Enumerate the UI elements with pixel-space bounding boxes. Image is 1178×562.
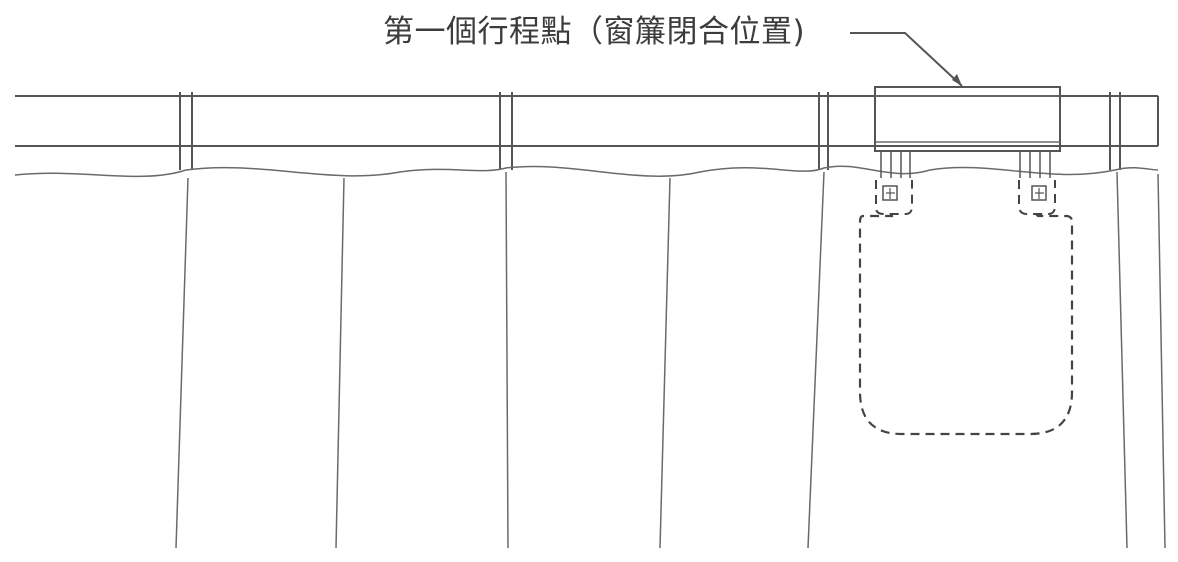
motor-housing [874, 86, 1061, 152]
rail-rings [179, 92, 1121, 170]
rail-ring [1109, 92, 1121, 170]
curtain-rail [15, 95, 1159, 147]
callout-arrowhead [952, 74, 962, 86]
right-clip-tab [1031, 185, 1047, 201]
rail-ring [179, 92, 193, 170]
curtain-top-edge [14, 165, 1159, 178]
rail-ring [499, 92, 513, 170]
callout-label-first-travel-point: 第一個行程點（窗簾閉合位置) [383, 14, 806, 50]
curtain-motor [874, 86, 1061, 152]
right-runner-clip [1018, 151, 1056, 215]
curtain-folds [175, 171, 1166, 549]
curtain-closed-position-outline [858, 213, 1074, 436]
left-runner-clip [875, 151, 913, 215]
left-clip-outline [875, 180, 913, 215]
left-clip-tab [882, 185, 898, 201]
right-clip-outline [1018, 180, 1056, 215]
rail-ring [818, 92, 829, 170]
callout-leader-line [850, 32, 963, 87]
